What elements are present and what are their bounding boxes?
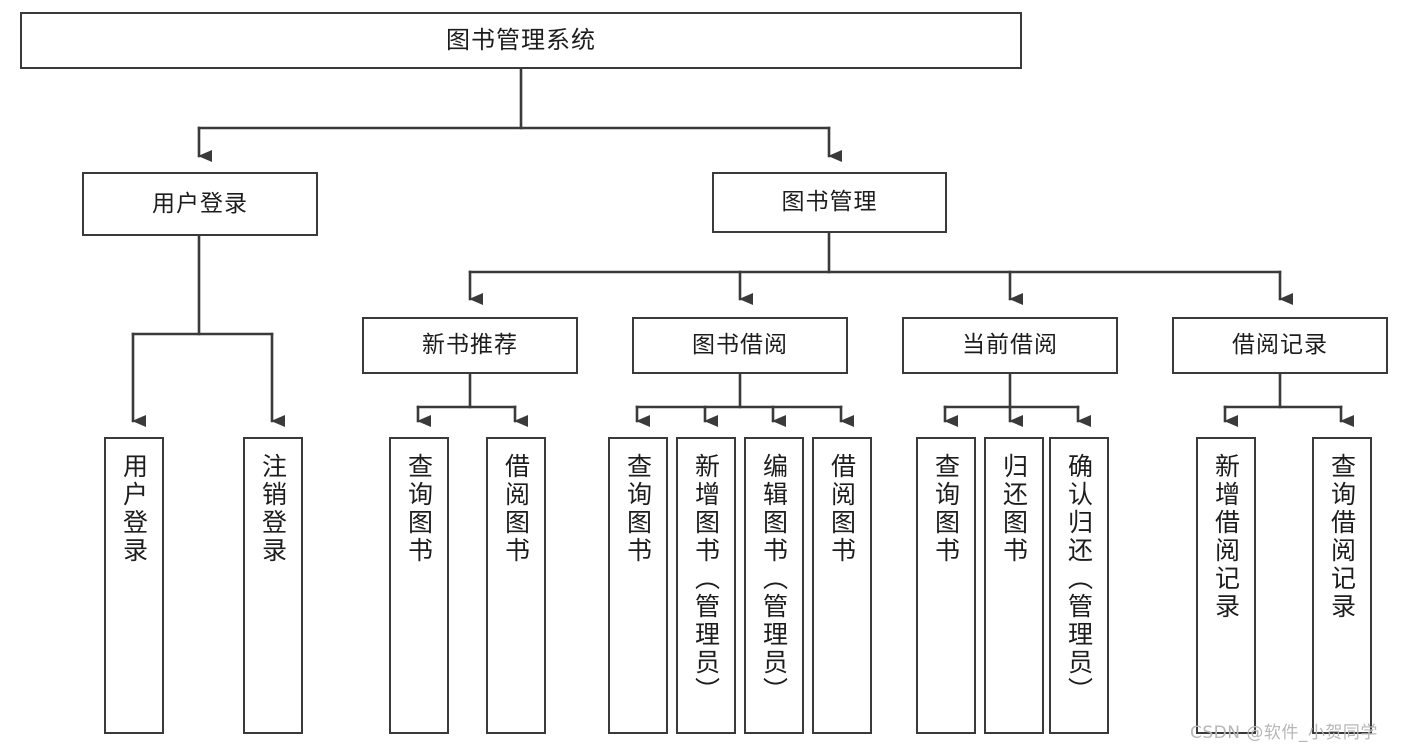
node-label: 借阅记录: [1232, 332, 1328, 359]
node-label: 图书管理: [781, 189, 878, 216]
node-label: 图书借阅: [692, 332, 788, 359]
leaf-current-borrow-confirm-return-admin[interactable]: 确认归还（管理员）: [1049, 437, 1109, 734]
node-label: 借阅图书: [501, 453, 531, 565]
leaf-user-login-logout[interactable]: 注销登录: [243, 437, 303, 734]
node-label: 查询图书: [931, 453, 961, 565]
leaf-borrow-record-add-record[interactable]: 新增借阅记录: [1196, 437, 1256, 734]
leaf-book-borrow-borrow-book[interactable]: 借阅图书: [812, 437, 872, 734]
leaf-current-borrow-query-book[interactable]: 查询图书: [916, 437, 976, 734]
node-label: 查询图书: [623, 453, 653, 565]
node-label: 查询图书: [404, 453, 434, 565]
leaf-new-book-query-book[interactable]: 查询图书: [389, 437, 449, 734]
node-label: 新增借阅记录: [1211, 453, 1241, 621]
node-label: 当前借阅: [962, 332, 1058, 359]
node-root-system[interactable]: 图书管理系统: [20, 12, 1022, 69]
node-borrow-record[interactable]: 借阅记录: [1172, 317, 1388, 374]
node-label: 用户登录: [119, 453, 149, 565]
node-label: 新书推荐: [422, 332, 518, 359]
node-book-management[interactable]: 图书管理: [712, 172, 947, 233]
node-label: 图书管理系统: [446, 25, 596, 54]
node-label: 新增图书（管理员）: [691, 453, 721, 705]
node-label: 用户登录: [152, 190, 248, 217]
csdn-watermark: CSDN @软件_小贺同学: [1190, 723, 1378, 743]
node-label: 借阅图书: [827, 453, 857, 565]
node-label: 确认归还（管理员）: [1064, 453, 1094, 705]
leaf-book-borrow-edit-book-admin[interactable]: 编辑图书（管理员）: [744, 437, 804, 734]
node-user-login[interactable]: 用户登录: [82, 172, 318, 236]
leaf-borrow-record-query-record[interactable]: 查询借阅记录: [1312, 437, 1372, 734]
node-label: 查询借阅记录: [1327, 453, 1357, 621]
leaf-user-login-login[interactable]: 用户登录: [104, 437, 164, 734]
node-book-borrow[interactable]: 图书借阅: [632, 317, 848, 374]
node-label: 编辑图书（管理员）: [759, 453, 789, 705]
node-new-book-recommend[interactable]: 新书推荐: [362, 317, 578, 374]
node-label: 归还图书: [999, 453, 1029, 565]
node-label: 注销登录: [258, 453, 288, 565]
node-current-borrow[interactable]: 当前借阅: [902, 317, 1118, 374]
leaf-current-borrow-return-book[interactable]: 归还图书: [984, 437, 1044, 734]
leaf-book-borrow-add-book-admin[interactable]: 新增图书（管理员）: [676, 437, 736, 734]
leaf-new-book-borrow-book[interactable]: 借阅图书: [486, 437, 546, 734]
leaf-book-borrow-query-book[interactable]: 查询图书: [608, 437, 668, 734]
